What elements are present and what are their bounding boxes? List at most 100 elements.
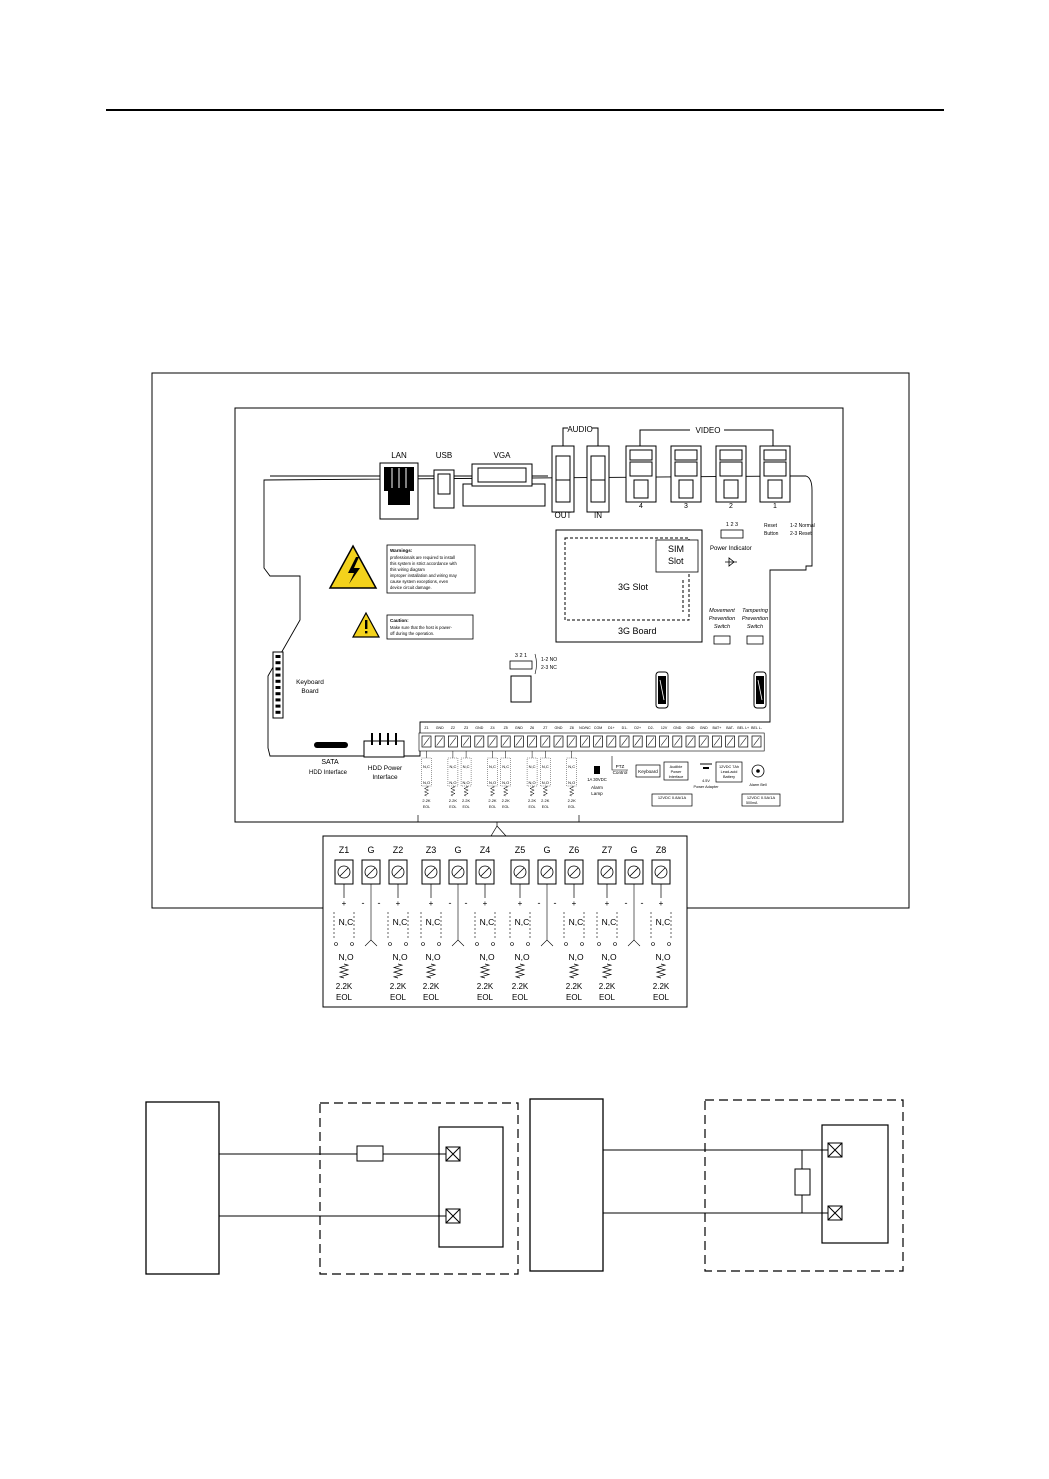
zoom-nc-label: N,C [602, 917, 617, 927]
tampering-label-3: Switch [747, 624, 763, 630]
small-eol-value: 2.2K [422, 798, 431, 803]
caution-block: Caution: Make sure that the host is powe… [351, 611, 474, 640]
zoom-nc-label: N,C [515, 917, 530, 927]
zoom-no-label: N,O [479, 952, 495, 962]
zoom-nc-label: N,C [393, 917, 408, 927]
battery-label-1: Lead-acid [721, 770, 738, 774]
zoom-polarity: + [518, 899, 523, 908]
video-ports: VIDEO 4 3 2 1 [625, 426, 791, 510]
zoom-polarity: + [605, 899, 610, 908]
zoom-polarity: + [572, 899, 577, 908]
small-eol-label: EOL [489, 805, 496, 809]
parallel-wiring-diagram [529, 1098, 904, 1272]
small-eol-label: EOL [568, 805, 575, 809]
terminal-label: D2- [648, 726, 655, 730]
small-zone-no: N,O [542, 780, 549, 785]
alarm-lamp-label-2: Lamp [591, 791, 603, 796]
output-bel-current: 500mA [746, 801, 758, 805]
zoom-terminal-label: G [630, 845, 637, 855]
sim-slot-label-1: SIM [668, 544, 684, 554]
alarm-lamp-label-1: Alarm [591, 785, 603, 790]
fuses [655, 671, 767, 709]
vga-label: VGA [494, 451, 512, 460]
alarm-bell-label: Alarm Bell [749, 783, 766, 787]
output-12v-label: 12VDC 0.8A/1A [658, 795, 687, 800]
zoom-polarity: + [342, 899, 347, 908]
audio-ports: AUDIO OUT IN [551, 425, 610, 520]
zoom-eol-value: 2.2K [512, 982, 529, 991]
zoom-terminal-label: Z1 [339, 845, 350, 855]
terminal-label: D1+ [608, 726, 615, 730]
terminal-label: Z7 [543, 726, 547, 730]
vga-port: VGA [462, 451, 546, 507]
zoom-polarity-minus: - [554, 898, 557, 908]
small-zone-nc: N,C [542, 764, 549, 769]
small-zone-nc: N,C [423, 764, 430, 769]
battery-rating: 12VDC 7Ah [719, 765, 739, 769]
small-eol-value: 2.2K [449, 798, 458, 803]
nonc-jumper-nc: 2-3 NC [541, 665, 557, 671]
terminal-label: Z4 [490, 726, 494, 730]
terminal-label: NO/NC [579, 726, 591, 730]
ptz-label-2: Control [613, 770, 628, 775]
warning-line-5: cause system exceptions, even [390, 579, 449, 584]
terminal-label: D1- [622, 726, 629, 730]
small-zone-nc: N,C [502, 764, 509, 769]
small-zone-no: N,O [502, 780, 509, 785]
caution-title: Caution: [390, 618, 409, 623]
zoom-eol-value: 2.2K [336, 982, 353, 991]
movement-label-3: Switch [714, 624, 730, 630]
zoom-no-label: N,O [392, 952, 408, 962]
hdd-power-label-1: HDD Power [368, 765, 403, 772]
terminal-label: Z5 [504, 726, 508, 730]
zoom-eol-value: 2.2K [477, 982, 494, 991]
sata-label: SATA [321, 759, 339, 766]
terminal-label: GND [436, 726, 444, 730]
small-zone-no: N,O [423, 780, 430, 785]
zoom-eol-value: 2.2K [390, 982, 407, 991]
warning-line-6: device circuit damage. [390, 585, 432, 590]
usb-port: USB [433, 451, 455, 509]
audio-out-label: OUT [555, 511, 572, 520]
zoom-eol-label: EOL [599, 993, 616, 1002]
zoom-nc-label: N,C [426, 917, 441, 927]
terminal-label: GND [673, 726, 681, 730]
zoom-nc-label: N,C [339, 917, 354, 927]
zoom-eol-value: 2.2K [566, 982, 583, 991]
small-eol-label: EOL [502, 805, 509, 809]
zoom-bracket [417, 815, 580, 826]
reset-label: 2-3 Reset [790, 531, 812, 537]
zoom-eol-label: EOL [423, 993, 440, 1002]
terminal-label: GND [555, 726, 563, 730]
small-eol-value: 2.2K [488, 798, 497, 803]
zoom-polarity-minus: - [538, 898, 541, 908]
hdd-interface-label: HDD Interface [309, 770, 348, 776]
lan-port: LAN [379, 451, 419, 520]
zoom-terminal-label: G [367, 845, 374, 855]
terminal-label: Z2 [451, 726, 455, 730]
small-zone-nc: N,C [463, 764, 470, 769]
caution-line-1: Make sure that the host is power- [390, 625, 453, 630]
lan-label: LAN [391, 451, 407, 460]
small-eol-label: EOL [542, 805, 549, 809]
zoom-no-label: N,O [514, 952, 530, 962]
terminal-label: BEL L+ [737, 726, 749, 730]
nonc-jumper-no: 1-2 NO [541, 657, 557, 663]
zoom-terminal-label: Z5 [515, 845, 526, 855]
small-zone-nc: N,C [449, 764, 456, 769]
terminal-label: GND [515, 726, 523, 730]
warning-line-1: professionals are required to install [390, 555, 455, 560]
reset-jumper: 1 2 3 Reset Button 1-2 Normal 2-3 Reset … [710, 522, 815, 567]
zoom-no-label: N,O [601, 952, 617, 962]
nonc-jumper: 3 2 1 1-2 NO 2-3 NC [509, 653, 557, 703]
terminal-label: BEL L- [751, 726, 763, 730]
audible-power-label-1: Audible [670, 765, 683, 769]
keyboard-board-connector: Keyboard Board [272, 651, 324, 719]
3g-slot-label: 3G Slot [618, 582, 649, 592]
peripherals: 1A 30VDC Alarm Lamp PTZ Control Keyboard… [587, 756, 781, 807]
3g-board-label: 3G Board [618, 626, 657, 636]
zoom-lines [490, 825, 507, 837]
zoom-nc-label: N,C [480, 917, 495, 927]
